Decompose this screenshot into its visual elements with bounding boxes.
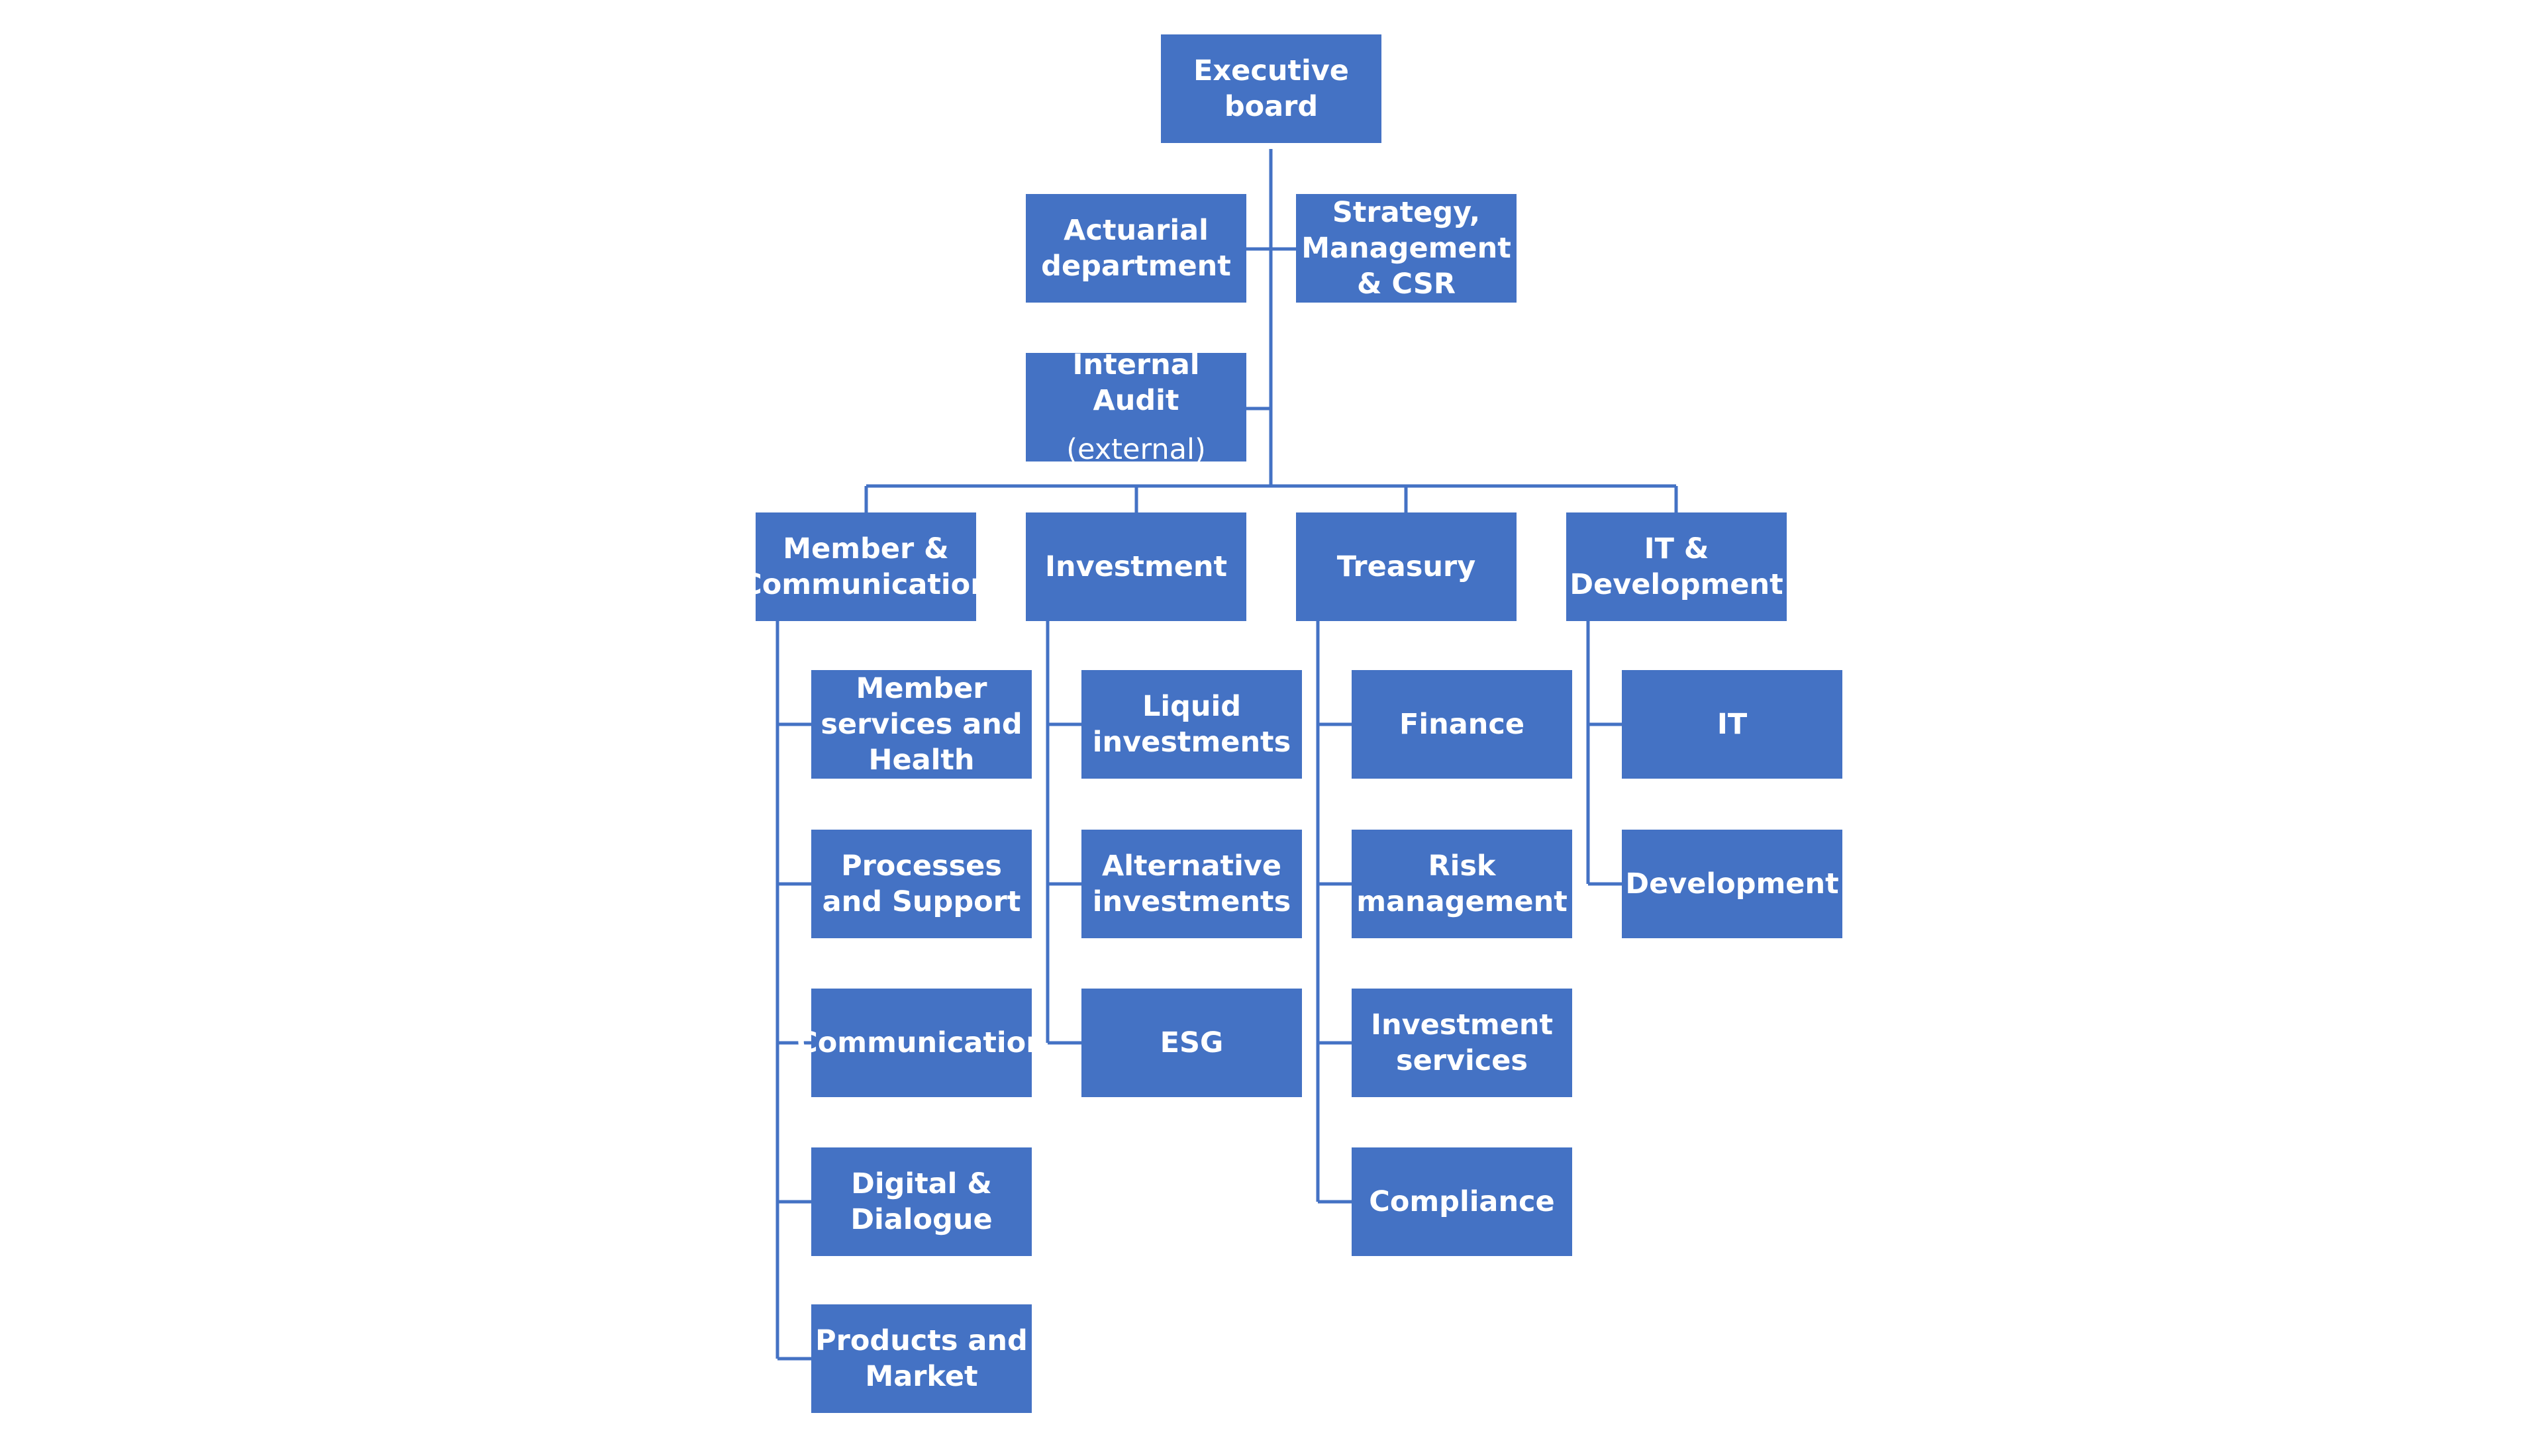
node-strategy-management-csr: Strategy, Management & CSR xyxy=(1296,194,1517,303)
node-label: Treasury xyxy=(1336,550,1476,583)
node-label: Processes and Support xyxy=(822,849,1021,918)
node-label: Executive board xyxy=(1193,54,1349,123)
node-label: Products and Market xyxy=(815,1324,1028,1393)
node-it: IT xyxy=(1622,670,1842,779)
node-internal-audit: Internal Audit (external) xyxy=(1026,348,1246,466)
node-label: Digital & Dialogue xyxy=(850,1167,993,1236)
node-label: Investment xyxy=(1044,550,1228,583)
node-label: Finance xyxy=(1399,708,1524,741)
node-label: Communication xyxy=(797,1026,1046,1059)
node-label: Internal Audit xyxy=(1072,348,1200,417)
node-division-treasury: Treasury xyxy=(1296,512,1517,621)
node-label: Actuarial department xyxy=(1041,214,1231,283)
node-label: Investment services xyxy=(1370,1008,1554,1077)
node-development: Development xyxy=(1622,830,1842,938)
node-label: IT & Development xyxy=(1570,532,1783,601)
node-products-market: Products and Market xyxy=(811,1304,1032,1413)
node-label: Strategy, Management & CSR xyxy=(1301,196,1511,301)
node-division-member-communication: Member & Communication xyxy=(741,512,991,621)
node-compliance: Compliance xyxy=(1352,1147,1572,1256)
node-sublabel: (external) xyxy=(1066,433,1206,466)
node-liquid-investments: Liquid investments xyxy=(1081,670,1302,779)
node-executive-board: Executive board xyxy=(1161,34,1381,143)
node-processes-support: Processes and Support xyxy=(811,830,1032,938)
node-division-it-development: IT & Development xyxy=(1566,512,1787,621)
node-label: Member & Communication xyxy=(741,532,991,601)
node-label: Member services and Health xyxy=(821,672,1022,777)
node-label: Alternative investments xyxy=(1092,849,1291,918)
node-investment-services: Investment services xyxy=(1352,989,1572,1097)
node-division-investment: Investment xyxy=(1026,512,1246,621)
node-esg: ESG xyxy=(1081,989,1302,1097)
node-digital-dialogue: Digital & Dialogue xyxy=(811,1147,1032,1256)
node-finance: Finance xyxy=(1352,670,1572,779)
node-label: Risk management xyxy=(1356,849,1568,918)
node-member-services-health: Member services and Health xyxy=(811,670,1032,779)
node-label: Compliance xyxy=(1369,1185,1555,1218)
node-label: ESG xyxy=(1160,1026,1224,1059)
node-label: IT xyxy=(1717,708,1748,741)
node-communication: Communication xyxy=(797,989,1046,1097)
node-label: Liquid investments xyxy=(1092,690,1291,759)
node-actuarial-department: Actuarial department xyxy=(1026,194,1246,303)
node-label: Development xyxy=(1625,867,1839,900)
node-alternative-investments: Alternative investments xyxy=(1081,830,1302,938)
node-risk-management: Risk management xyxy=(1352,830,1572,938)
